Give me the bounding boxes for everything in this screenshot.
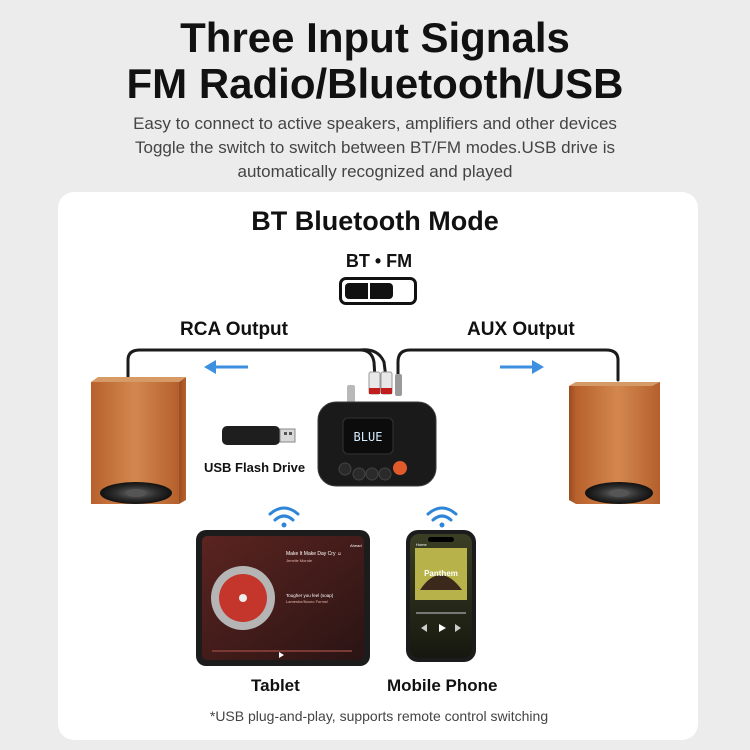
tablet-song-title: Make It Make Day Cry ☺: [286, 551, 342, 557]
footnote: *USB plug-and-play, supports remote cont…: [209, 708, 549, 724]
right-speaker: [569, 382, 660, 504]
aux-cable: [396, 348, 620, 382]
wifi-icon: [426, 506, 458, 528]
right-arrow-icon: [500, 360, 544, 374]
bluetooth-receiver: BLUE: [317, 401, 437, 487]
tablet: Make It Make Day Cry ☺ Jenelle Monde Tou…: [196, 530, 370, 666]
tablet-lyric-2: Lameshe/Nooro Forms!: [286, 599, 328, 604]
subtitle-line2: Toggle the switch to switch between BT/F…: [135, 138, 615, 157]
mobile-phone-label: Mobile Phone: [387, 676, 498, 695]
rca-output-label: RCA Output: [180, 319, 288, 340]
subtitle-line1: Easy to connect to active speakers, ampl…: [133, 114, 617, 133]
wifi-icon: [268, 506, 300, 528]
aux-output-label: AUX Output: [467, 319, 575, 340]
usb-flash-drive-label: USB Flash Drive: [204, 460, 306, 475]
page-title-line1: Three Input Signals: [180, 14, 570, 61]
subtitle-line3: automatically recognized and played: [237, 162, 513, 181]
tablet-label: Tablet: [251, 676, 300, 695]
tablet-status: Ahead: [350, 543, 362, 548]
mode-title: BT Bluetooth Mode: [251, 206, 499, 236]
mobile-phone: Panthem Home: [406, 530, 476, 662]
bt-fm-toggle[interactable]: [339, 277, 417, 305]
tablet-lyric-1: Tougher you feel (soap): [286, 593, 334, 598]
lcd-display: BLUE: [354, 430, 383, 444]
left-speaker: [91, 377, 186, 504]
toggle-knob: [345, 283, 393, 299]
switch-label: BT • FM: [345, 251, 413, 271]
usb-flash-drive: [222, 426, 296, 445]
page-title-line2: FM Radio/Bluetooth/USB: [126, 60, 624, 107]
left-arrow-icon: [204, 360, 248, 374]
rca-cable: [126, 348, 388, 382]
phone-album-text: Panthem: [424, 569, 458, 578]
rca-plugs: [347, 371, 402, 409]
tablet-artist: Jenelle Monde: [286, 558, 313, 563]
phone-time: Home: [416, 542, 427, 547]
